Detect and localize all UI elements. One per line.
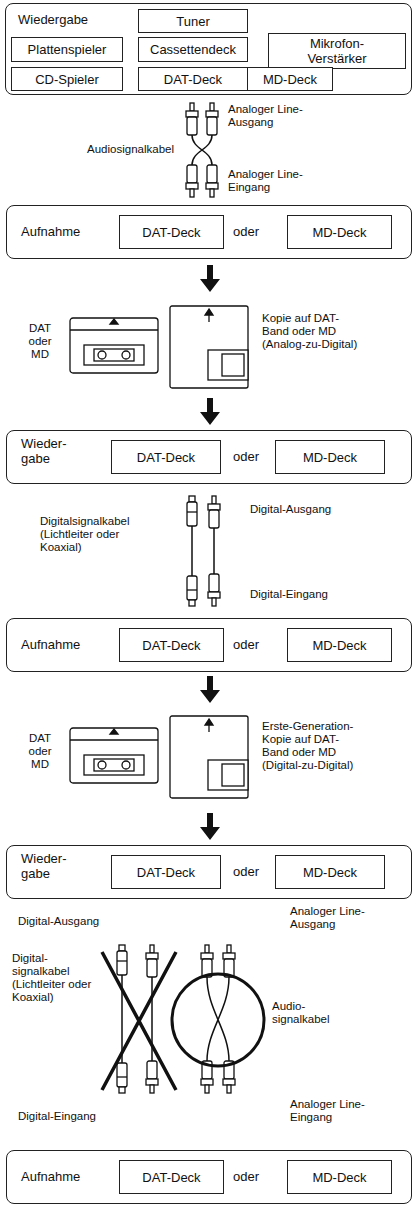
connective-word: oder <box>233 1169 273 1184</box>
device-box: Mikrofon- Verstärker <box>268 33 406 69</box>
annotation-label: Analoger Line- Ausgang <box>290 905 390 931</box>
device-name: Plattenspieler <box>28 42 107 57</box>
mode-heading: Aufnahme <box>21 637 101 652</box>
connective-word: oder <box>233 637 273 652</box>
device-box: MD-Deck <box>275 440 385 474</box>
device-box: MD-Deck <box>287 628 392 662</box>
device-box: Plattenspieler <box>11 37 123 62</box>
deck-group-panel: Aufnahme oder DAT-Deck MD-Deck <box>6 1150 412 1204</box>
device-name: Cassettendeck <box>150 42 236 57</box>
device-box: DAT-Deck <box>119 215 224 249</box>
mode-heading: Wieder- gabe <box>21 851 73 881</box>
device-name: CD-Spieler <box>35 72 99 87</box>
device-box: DAT-Deck <box>119 628 224 662</box>
annotation-label: Audio- signalkabel <box>272 1000 332 1026</box>
annotation-label: Digitalsignalkabel (Lichtleiter oder Koa… <box>40 515 155 554</box>
device-box: MD-Deck <box>287 215 392 249</box>
annotation-label: DAT oder MD <box>18 322 62 361</box>
annotation-label: Erste-Generation- Kopie auf DAT- Band od… <box>262 720 364 772</box>
device-name: DAT-Deck <box>137 450 195 465</box>
annotation-label: Digital-Ausgang <box>250 503 370 516</box>
annotation-label: Analoger Line- Ausgang <box>228 103 328 129</box>
device-name: DAT-Deck <box>142 638 200 653</box>
device-name: MD-Deck <box>303 865 357 880</box>
device-name: MD-Deck <box>312 638 366 653</box>
deck-group-panel: Aufnahme oder DAT-Deck MD-Deck <box>6 205 412 259</box>
connective-word: oder <box>233 449 273 464</box>
mode-heading: Aufnahme <box>21 1169 101 1184</box>
device-name: Mikrofon- Verstärker <box>297 36 377 66</box>
device-name: DAT-Deck <box>142 225 200 240</box>
annotation-label: Analoger Line- Eingang <box>228 168 328 194</box>
annotation-label: Digital-Eingang <box>250 588 370 601</box>
device-box: MD-Deck <box>287 1160 392 1194</box>
device-box: DAT-Deck <box>138 67 248 91</box>
deck-group-panel: Wieder- gabe oder DAT-Deck MD-Deck <box>6 845 412 899</box>
mode-heading: Wiedergabe <box>18 12 128 27</box>
connective-word: oder <box>233 864 273 879</box>
device-box: MD-Deck <box>275 855 385 889</box>
annotation-label: Audiosignalkabel <box>62 143 174 156</box>
annotation-label: Analoger Line- Eingang <box>290 1098 390 1124</box>
device-name: MD-Deck <box>303 450 357 465</box>
device-box: Cassettendeck <box>138 37 248 62</box>
deck-group-panel: Wieder- gabe oder DAT-Deck MD-Deck <box>6 430 412 484</box>
device-box: DAT-Deck <box>111 440 221 474</box>
device-box: CD-Spieler <box>11 67 123 91</box>
annotation-label: Kopie auf DAT- Band oder MD (Analog-zu-D… <box>262 312 364 351</box>
device-box: DAT-Deck <box>119 1160 224 1194</box>
device-name: MD-Deck <box>312 1170 366 1185</box>
device-name: DAT-Deck <box>164 72 222 87</box>
annotation-label: Digital- signalkabel (Lichtleiter oder K… <box>12 952 94 1004</box>
mode-heading: Wieder- gabe <box>21 436 73 466</box>
deck-group-panel: Wiedergabe TunerPlattenspieler Cassettende… <box>5 3 412 95</box>
device-name: Tuner <box>176 14 209 29</box>
deck-group-panel: Aufnahme oder DAT-Deck MD-Deck <box>6 618 412 672</box>
mode-heading: Aufnahme <box>21 224 101 239</box>
device-box: MD-Deck <box>247 67 333 91</box>
device-name: MD-Deck <box>312 225 366 240</box>
annotation-label: Digital-Ausgang <box>18 915 108 928</box>
device-name: MD-Deck <box>263 72 317 87</box>
device-name: DAT-Deck <box>142 1170 200 1185</box>
connective-word: oder <box>233 224 273 239</box>
annotation-label: DAT oder MD <box>18 732 62 771</box>
device-box: DAT-Deck <box>111 855 221 889</box>
device-name: DAT-Deck <box>137 865 195 880</box>
device-box: Tuner <box>138 9 248 33</box>
annotation-label: Digital-Eingang <box>18 1110 108 1123</box>
